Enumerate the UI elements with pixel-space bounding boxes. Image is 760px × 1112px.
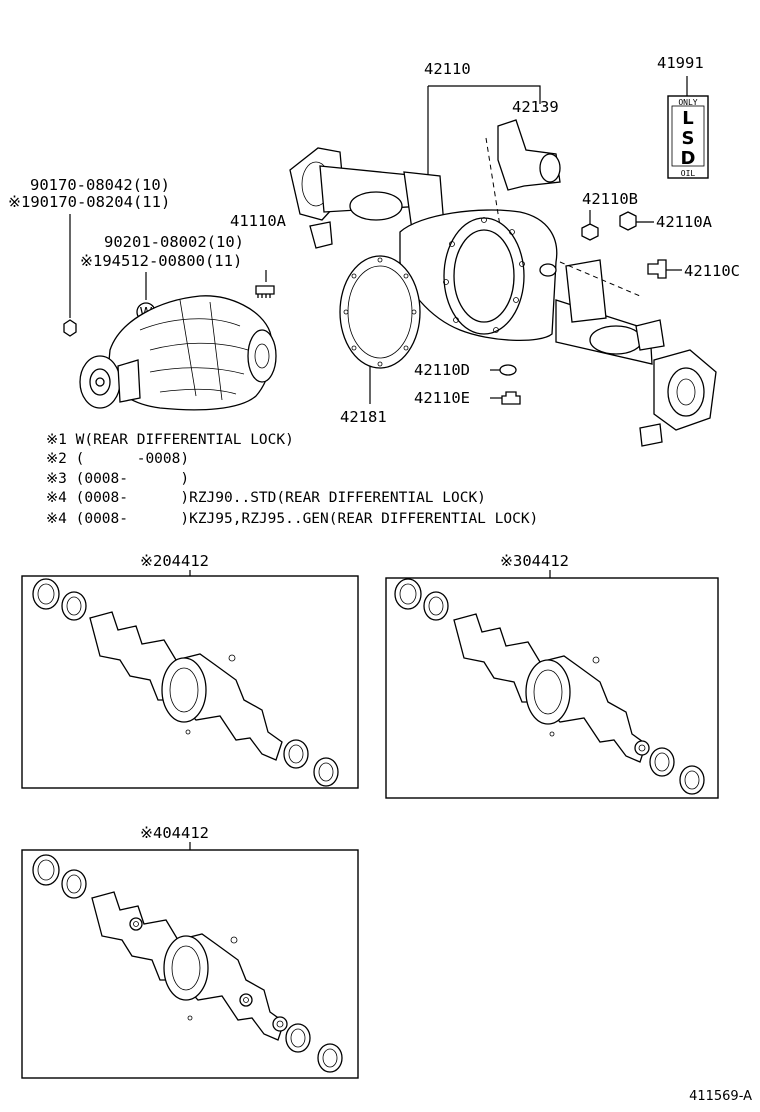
lsd-oil-tag[interactable]: ONLY L S D OIL: [667, 95, 709, 179]
gasket-42181[interactable]: [339, 255, 421, 369]
kit-4-parts: [32, 854, 343, 1073]
label-42110d[interactable]: 42110D: [414, 361, 470, 379]
lsd-tag-s: S: [682, 128, 695, 149]
label-kit-2[interactable]: ※204412: [140, 552, 209, 570]
label-42110e[interactable]: 42110E: [414, 389, 470, 407]
axle-housing[interactable]: [289, 119, 717, 447]
stud-bolt-b: [255, 285, 275, 298]
label-42181[interactable]: 42181: [340, 408, 387, 426]
note-1: ※1 W(REAR DIFFERENTIAL LOCK): [46, 432, 294, 448]
kit-2-parts: [32, 578, 339, 787]
lsd-tag-bottom: OIL: [681, 169, 696, 178]
kit-2-box[interactable]: [21, 575, 359, 789]
kit-3-box[interactable]: [385, 577, 719, 799]
label-41110a[interactable]: 41110A: [230, 212, 287, 230]
note-2: ※2 ( -0008): [46, 451, 189, 467]
label-bolt-b1[interactable]: 90201-08002(10): [104, 233, 244, 251]
label-42139[interactable]: 42139: [512, 98, 559, 116]
note-4: ※4 (0008- )RZJ90..STD(REAR DIFFERENTIAL …: [46, 490, 486, 506]
label-kit-4[interactable]: ※404412: [140, 824, 209, 842]
washer-42110d: [499, 364, 517, 376]
label-42110[interactable]: 42110: [424, 60, 471, 78]
nut-42110a-right: [619, 211, 637, 231]
plug-bolt-a: [63, 319, 77, 337]
differential-carrier[interactable]: [79, 295, 277, 411]
note-5: ※4 (0008- )KZJ95,RZJ95..GEN(REAR DIFFERE…: [46, 511, 538, 527]
kit-4-box[interactable]: [21, 849, 359, 1079]
label-bolt-a2[interactable]: ※190170-08204(11): [8, 193, 170, 211]
label-42110b[interactable]: 42110B: [582, 190, 638, 208]
lsd-tag-top: ONLY: [678, 98, 697, 107]
label-kit-3[interactable]: ※304412: [500, 552, 569, 570]
lsd-tag-d: D: [681, 148, 696, 169]
label-bolt-a1[interactable]: 90170-08042(10): [30, 176, 170, 194]
plug-42110c: [647, 259, 667, 279]
label-bolt-b2[interactable]: ※194512-00800(11): [80, 252, 242, 270]
nut-42110e: [501, 391, 521, 405]
nut-42110b: [581, 223, 599, 241]
lsd-tag-l: L: [682, 108, 693, 129]
leader-42110: [427, 85, 541, 176]
label-42110a-right[interactable]: 42110A: [656, 213, 713, 231]
label-42110c[interactable]: 42110C: [684, 262, 740, 280]
note-3: ※3 (0008- ): [46, 471, 189, 487]
label-41991[interactable]: 41991: [657, 54, 704, 72]
kit-3-parts: [394, 578, 705, 795]
figure-id: 411569-A: [689, 1089, 752, 1104]
